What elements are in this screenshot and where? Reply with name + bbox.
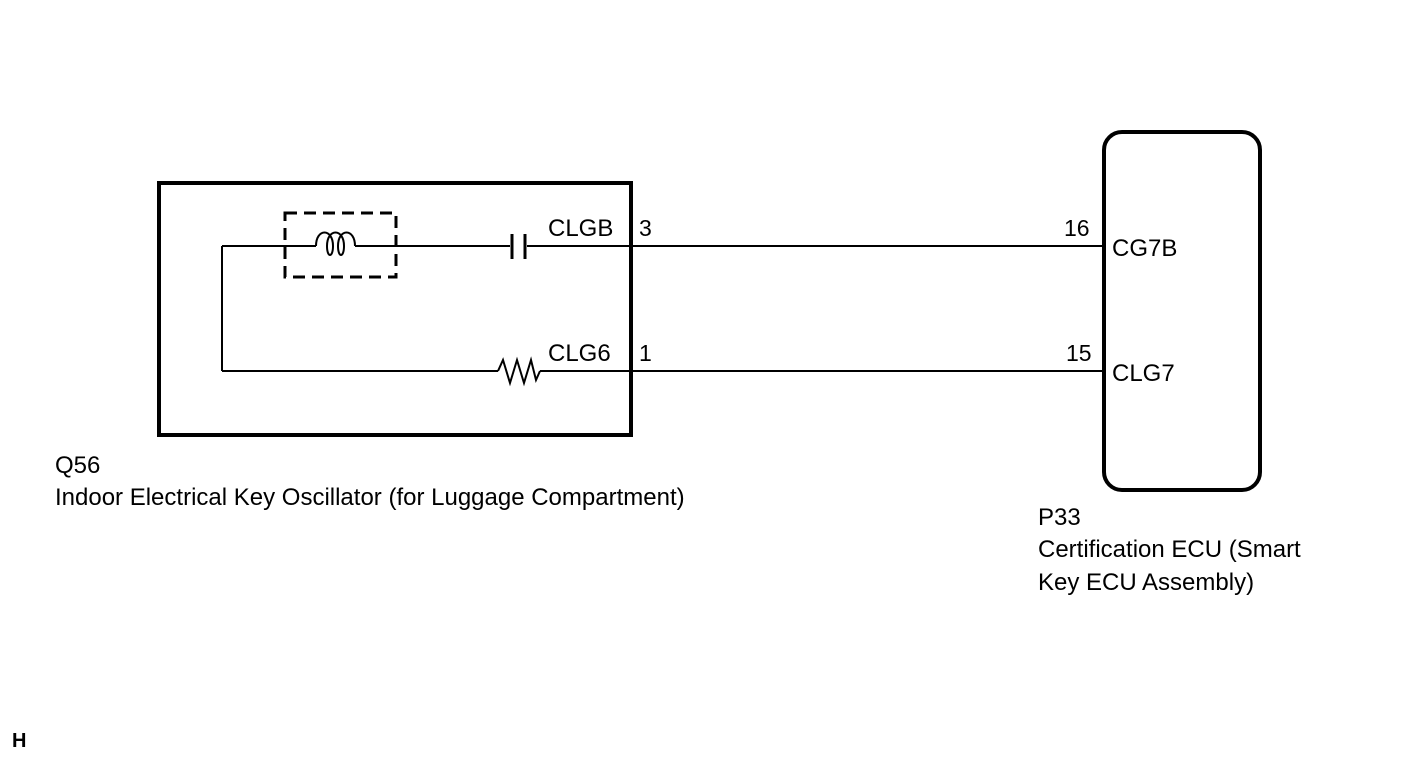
terminal-cg7b-pin: 16 — [1064, 215, 1090, 241]
oscillator-code: Q56 — [55, 452, 100, 479]
ecu-box — [1102, 130, 1262, 492]
capacitor-icon — [510, 234, 527, 259]
terminal-clg6-pin: 1 — [639, 340, 652, 366]
oscillator-internal-circuit — [221, 245, 631, 372]
corner-label: H — [12, 730, 26, 752]
ecu-code: P33 — [1038, 504, 1081, 531]
coil-icon — [285, 231, 396, 256]
ecu-name-line2: Key ECU Assembly) — [1038, 569, 1254, 596]
resistor-icon — [497, 356, 541, 387]
ecu-name-line1: Certification ECU (Smart — [1038, 536, 1301, 563]
terminal-clgb-label: CLGB — [548, 215, 613, 242]
terminal-clg7-pin: 15 — [1066, 340, 1092, 366]
terminal-clg6-label: CLG6 — [548, 340, 611, 367]
terminal-cg7b-label: CG7B — [1112, 235, 1177, 262]
oscillator-name: Indoor Electrical Key Oscillator (for Lu… — [55, 484, 685, 511]
oscillator-box — [157, 181, 633, 437]
terminal-clgb-pin: 3 — [639, 215, 652, 241]
terminal-clg7-label: CLG7 — [1112, 360, 1175, 387]
